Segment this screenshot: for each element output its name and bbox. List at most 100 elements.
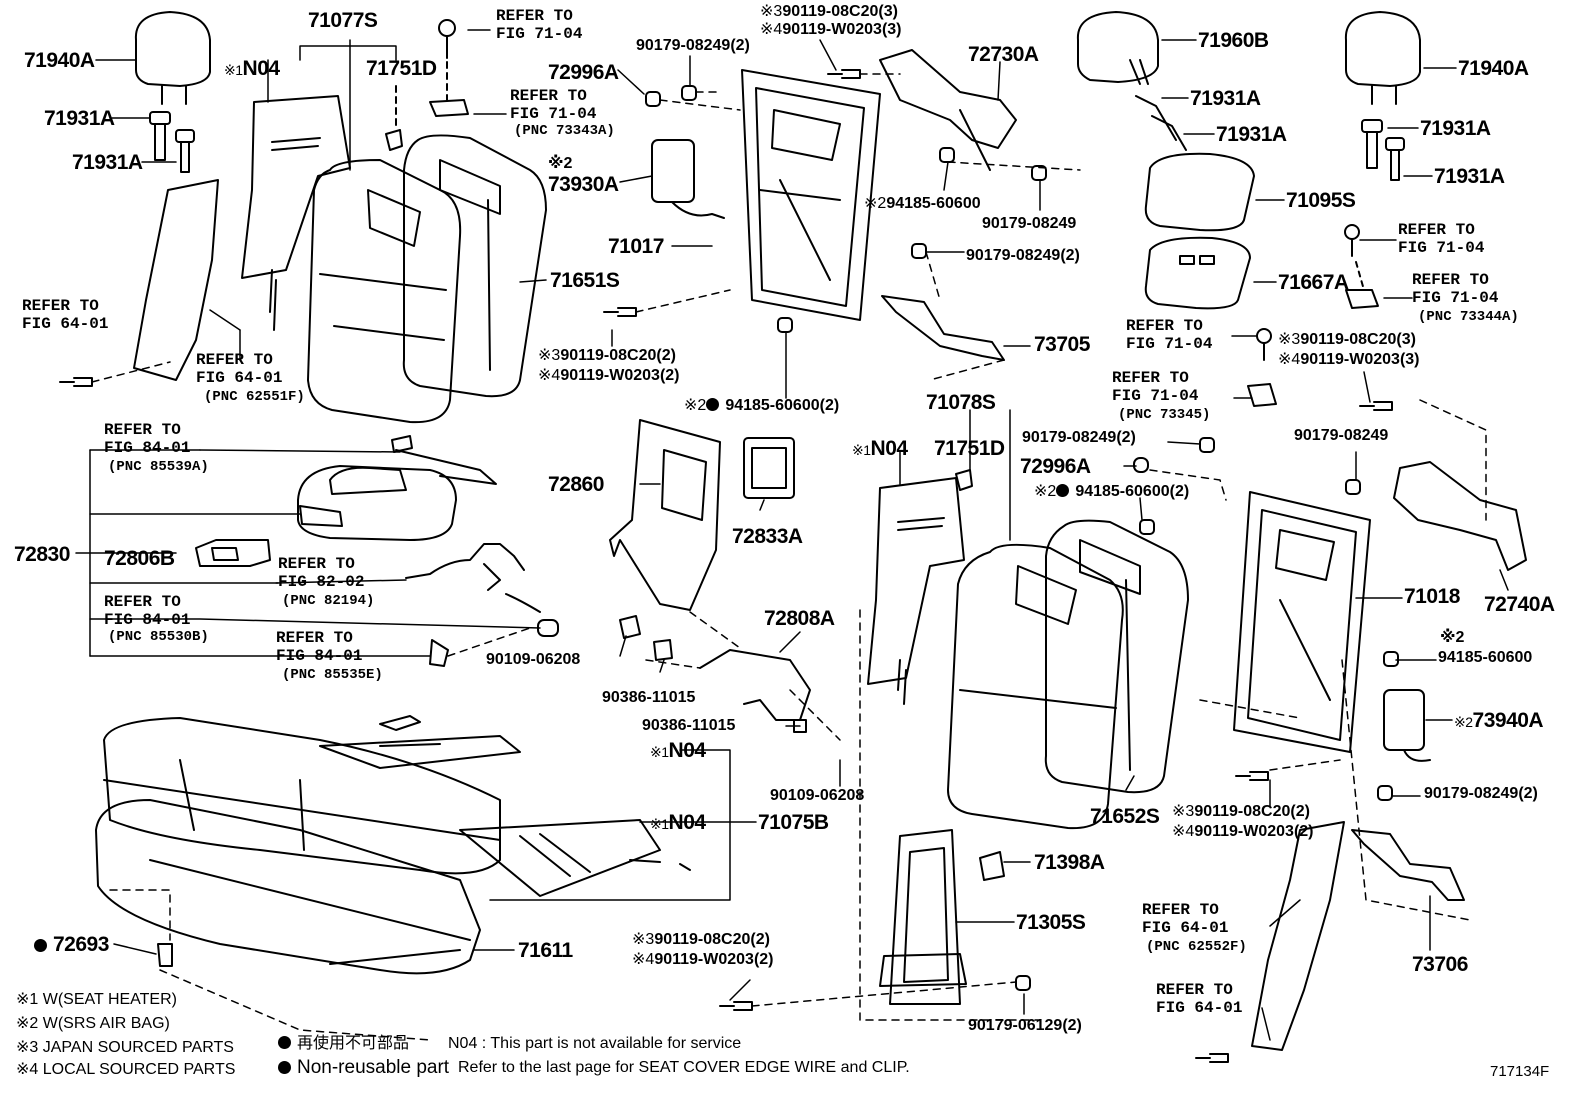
part-label-71931a-right-2[interactable]: 71931A: [1434, 165, 1505, 188]
refer-fig-64-01-link[interactable]: FIG 64-01: [22, 315, 109, 333]
part-label-71931a-center-2[interactable]: 71931A: [1216, 123, 1287, 146]
non-reusable-dot-icon: [34, 939, 47, 952]
part-label-90386-11015-a[interactable]: 90386-11015: [602, 689, 696, 706]
part-label-71751d-left[interactable]: 71751D: [366, 57, 437, 80]
hinge-72740a-drawing: [1393, 461, 1527, 571]
refer-fig-71-04-link[interactable]: FIG 71-04: [1126, 335, 1213, 353]
legend-edge-wire-note: Refer to the last page for SEAT COVER ED…: [458, 1059, 910, 1076]
hinge-72730a-drawing: [879, 49, 1017, 149]
part-label-90179-08249-2-c[interactable]: 90179-08249(2): [1022, 429, 1136, 446]
refer-fig-64-01-link[interactable]: FIG 64-01: [196, 369, 283, 387]
part-label-71931a-center-1[interactable]: 71931A: [1190, 87, 1261, 110]
seatback-frame-right-drawing: [1233, 491, 1371, 753]
legend-local-sourced: ※4 LOCAL SOURCED PARTS: [16, 1061, 236, 1078]
bolt-label-local-2-bottom: ※490119-W0203(2): [632, 951, 774, 968]
part-label-94185-60600-right[interactable]: 94185-60600: [1438, 649, 1533, 666]
part-label-71095s[interactable]: 71095S: [1286, 189, 1356, 212]
refer-fig-71-04-link[interactable]: FIG 71-04: [510, 105, 597, 123]
part-label-90179-08249-2[interactable]: 90179-08249(2): [636, 37, 750, 54]
refer-to-label: REFER TO: [278, 555, 355, 573]
part-label-90179-08249-2-b[interactable]: 90179-08249(2): [966, 247, 1080, 264]
part-label-73930a[interactable]: 73930A: [548, 173, 619, 196]
non-reusable-dot-icon: [278, 1061, 291, 1074]
part-label-71078s[interactable]: 71078S: [926, 391, 996, 414]
headrest-left-drawing: [134, 11, 211, 105]
part-label-90179-06129-2[interactable]: 90179-06129(2): [968, 1017, 1082, 1034]
pnc-62552f: (PNC 62552F): [1146, 939, 1247, 955]
seatback-frame-left-drawing: [741, 69, 881, 321]
part-label-73940a[interactable]: ※273940A: [1454, 709, 1544, 732]
diagram-id: 717134F: [1490, 1063, 1550, 1080]
pnc-85530b: (PNC 85530B): [108, 629, 209, 645]
part-label-71398a[interactable]: 71398A: [1034, 851, 1105, 874]
refer-to-label: REFER TO: [276, 629, 353, 647]
refer-fig-71-04-link[interactable]: FIG 71-04: [1398, 239, 1485, 257]
part-label-73705[interactable]: 73705: [1034, 333, 1090, 356]
part-label-71931a-left-1[interactable]: 71931A: [44, 107, 115, 130]
part-label-71751d-right[interactable]: 71751D: [934, 437, 1005, 460]
heater-mark-cushion: ※1N04: [650, 739, 706, 762]
part-label-90179-08249-2-e[interactable]: 90179-08249(2): [1424, 785, 1538, 802]
refer-fig-71-04-link[interactable]: FIG 71-04: [1112, 387, 1199, 405]
part-label-72806b[interactable]: 72806B: [104, 547, 175, 570]
part-label-72740a[interactable]: 72740A: [1484, 593, 1555, 616]
part-label-90179-08249-d[interactable]: 90179-08249: [1294, 427, 1389, 444]
part-label-71940a-right[interactable]: 71940A: [1458, 57, 1529, 80]
part-label-72860[interactable]: 72860: [548, 473, 604, 496]
part-label-71077s[interactable]: 71077S: [308, 9, 378, 32]
part-label-71018[interactable]: 71018: [1404, 585, 1460, 608]
refer-fig-71-04-link[interactable]: FIG 71-04: [496, 25, 583, 43]
clip-71751d-left-drawing: [385, 129, 403, 151]
part-label-72808a[interactable]: 72808A: [764, 607, 835, 630]
heater-mark-right: ※1N04: [852, 437, 908, 460]
refer-fig-64-01-link[interactable]: FIG 64-01: [1156, 999, 1243, 1017]
refer-to-label: REFER TO: [496, 7, 573, 25]
part-label-72996a-right[interactable]: 72996A: [1020, 455, 1091, 478]
bracket-72808a-drawing: [699, 649, 811, 721]
seatback-pad-left-drawing: [402, 134, 547, 398]
refer-fig-84-01-link[interactable]: FIG 84-01: [104, 611, 191, 629]
refer-to-label: REFER TO: [1142, 901, 1219, 919]
refer-fig-71-04-link[interactable]: FIG 71-04: [1412, 289, 1499, 307]
part-label-72833a[interactable]: 72833A: [732, 525, 803, 548]
part-label-72996a-left[interactable]: 72996A: [548, 61, 619, 84]
part-label-71940a-left[interactable]: 71940A: [24, 49, 95, 72]
lock-73705-drawing: [881, 295, 1005, 361]
non-reusable-dot-icon: [1056, 484, 1070, 497]
refer-to-label: REFER TO: [104, 593, 181, 611]
side-trim-right-drawing: [1251, 821, 1345, 1051]
refer-to-label: REFER TO: [1156, 981, 1233, 999]
part-label-90386-11015-b[interactable]: 90386-11015: [642, 717, 736, 734]
part-label-73706[interactable]: 73706: [1412, 953, 1468, 976]
nut-label-94185-60600-a: ※294185-60600: [864, 195, 981, 212]
part-label-71017[interactable]: 71017: [608, 235, 664, 258]
part-label-71651s[interactable]: 71651S: [550, 269, 620, 292]
part-label-90109-06208-a[interactable]: 90109-06208: [486, 651, 581, 668]
refer-fig-82-02-link[interactable]: FIG 82-02: [278, 573, 365, 591]
part-label-71931a-left-2[interactable]: 71931A: [72, 151, 143, 174]
refer-fig-84-01-link[interactable]: FIG 84-01: [276, 647, 363, 665]
refer-to-label: REFER TO: [1112, 369, 1189, 387]
part-label-71960b[interactable]: 71960B: [1198, 29, 1269, 52]
part-label-90109-06208-b[interactable]: 90109-06208: [770, 787, 865, 804]
refer-to-label: REFER TO: [1398, 221, 1475, 239]
part-label-71652s[interactable]: 71652S: [1090, 805, 1160, 828]
bolt-label-japan-2-left: ※390119-08C20(2): [538, 347, 676, 364]
part-label-71075b[interactable]: 71075B: [758, 811, 829, 834]
seatback-pad-right-drawing: [1044, 519, 1189, 794]
part-label-90179-08249-a[interactable]: 90179-08249: [982, 215, 1077, 232]
part-label-71611[interactable]: 71611: [518, 939, 573, 962]
part-label-72830[interactable]: 72830: [14, 543, 70, 566]
pnc-85539a: (PNC 85539A): [108, 459, 209, 475]
part-label-72693[interactable]: 72693: [34, 934, 109, 955]
part-label-72730a[interactable]: 72730A: [968, 43, 1039, 66]
part-label-71305s[interactable]: 71305S: [1016, 911, 1086, 934]
part-label-71931a-right-1[interactable]: 71931A: [1420, 117, 1491, 140]
refer-fig-84-01-link[interactable]: FIG 84-01: [104, 439, 191, 457]
non-reusable-dot-icon: [278, 1036, 291, 1049]
cushion-heater-71075b-drawing: [459, 819, 661, 897]
part-label-71667a[interactable]: 71667A: [1278, 271, 1349, 294]
refer-fig-64-01-link[interactable]: FIG 64-01: [1142, 919, 1229, 937]
